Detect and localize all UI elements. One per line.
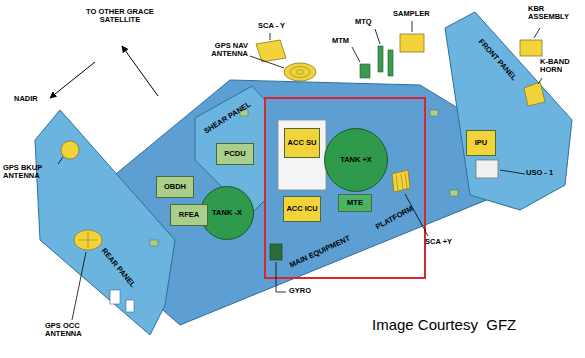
bracket [430,110,438,116]
leader-line [352,47,360,62]
antenna-ring [290,67,310,78]
part-label: SCA - Y [258,22,298,30]
component-box: MTE [338,194,372,212]
part-label: TO OTHER GRACE SATELLITE [70,8,170,25]
panel-label: FRONT PANEL [476,38,517,83]
part-label: SAMPLER [393,10,438,18]
leader-line [58,157,63,164]
magnetorquer [378,46,383,72]
leader-lines [58,21,542,320]
part-label: GYRO [289,287,319,295]
component-name: ACC SU [288,139,317,147]
leader-line [412,21,413,32]
component-name: PCDU [224,150,245,158]
component-name: ACC ICU [286,205,317,213]
part-label: USO - 1 [526,169,566,177]
antenna-line [88,232,89,248]
component-name: RFEA [179,211,199,219]
part-label: NADIR [14,95,44,103]
bracket [150,240,158,246]
part-label: SCA +Y [425,238,465,246]
part-label: K-BAND HORN [540,58,580,75]
gps-occ-antenna [74,230,102,250]
part-label: GPS NAV ANTENNA [186,42,248,59]
part-label: GPS OCC ANTENNA [45,322,100,339]
star-camera [392,170,410,192]
component-name: TANK -X [212,209,242,217]
stripe [405,173,407,188]
component-box: ACC SU [284,128,320,158]
bracket [450,190,458,196]
stripe [396,175,398,190]
panel-label: PLATFORM [375,205,415,232]
component-box: IPU [466,130,496,156]
component-box: RFEA [170,204,208,226]
part-label: GPS BKUP ANTENNA [3,164,58,181]
leader-line [500,170,525,174]
panel-label: MAIN EQUIPMENT [288,234,351,269]
part-label: MTQ [355,18,380,26]
star-camera [256,40,286,62]
tank-circle: TANK -X [200,186,254,240]
highlight-box [265,98,425,278]
panel-cutout [126,300,134,312]
panel-label: SHEAR PANEL [203,100,252,135]
image-credit: Image Courtesy GFZ [372,316,516,333]
oscillator [476,160,498,178]
direction-arrow [50,62,95,98]
component-box: ACC ICU [283,196,321,222]
component-name: OBDH [164,183,186,191]
panel-label: REAR PANEL [99,247,136,289]
acc-housing [278,120,326,190]
leader-line [534,28,540,38]
component-name: TANK +X [340,156,372,164]
leader-line [276,262,286,292]
rear-panel [35,110,175,335]
component-box: OBDH [156,176,194,198]
leader-line [250,56,284,68]
gps-nav-antenna [284,63,316,81]
tank-circle: TANK +X [324,128,388,192]
leader-line [270,33,271,40]
antenna-ring [296,70,304,74]
magnetorquer [388,50,393,76]
component-box: PCDU [216,143,254,165]
leader-line [538,78,542,84]
gps-bkup-antenna [61,141,79,159]
leader-line [375,29,380,44]
gyro [270,244,282,260]
sampler [400,34,424,52]
front-panel [445,12,572,210]
panel-cutout [110,290,120,304]
magnetometer [360,64,370,78]
k-band-horn [524,82,545,106]
leader-line [72,252,86,320]
kbr-assembly [520,40,542,56]
stripe [401,174,403,189]
part-label: MTM [332,37,357,45]
component-name: IPU [475,139,488,147]
component-name: MTE [347,199,363,207]
direction-arrow [122,46,158,96]
part-label: KBR ASSEMBLY [528,5,580,22]
